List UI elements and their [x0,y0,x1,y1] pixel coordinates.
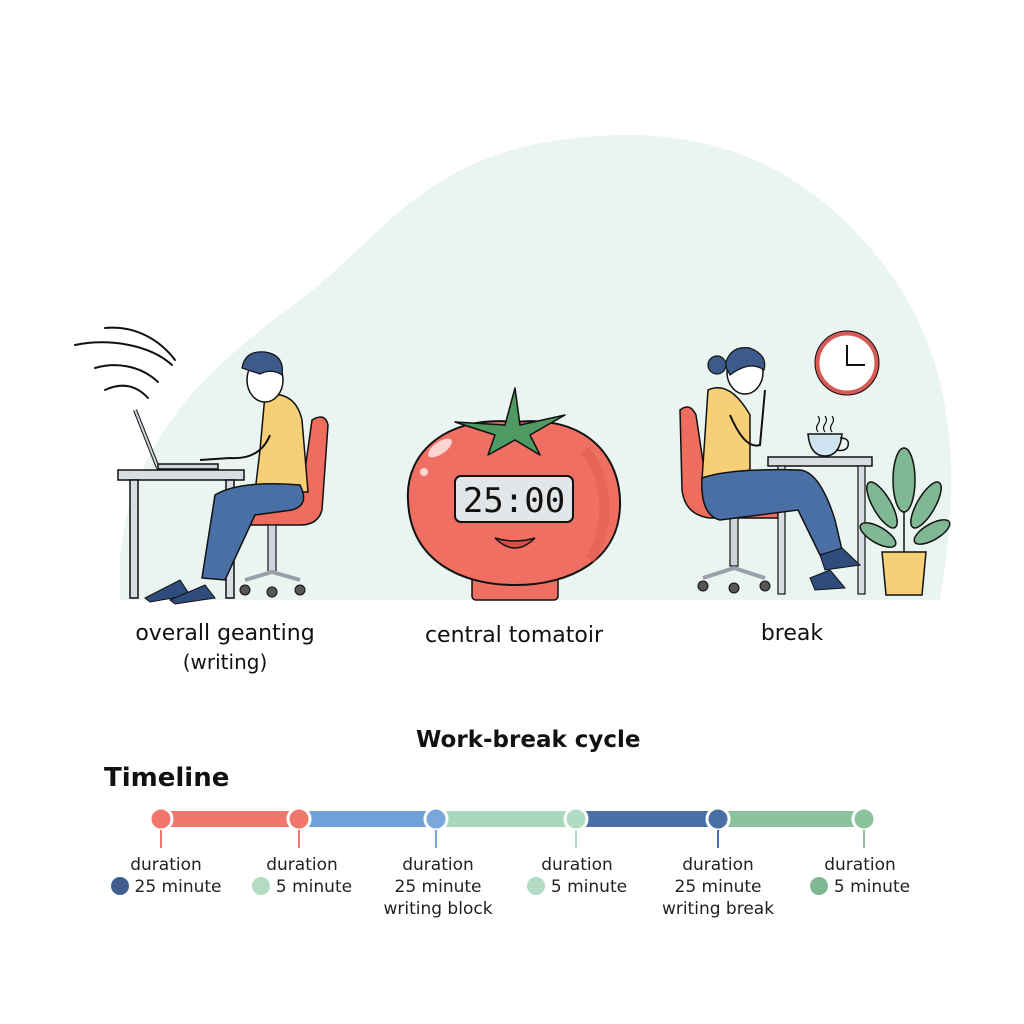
timer-display: 25:00 [463,481,565,521]
stop-label: duration [824,855,896,875]
stop-value-text: 25 minute [674,877,762,897]
legend-dot-icon [526,877,545,895]
stop-value-text: 25 minute [134,877,222,897]
tomato-label: central tomatoir [424,623,604,648]
cycle-title: Work-break cycle [416,727,641,753]
stop-sub-text: writing block [383,899,493,919]
stop-value: 5 minute [780,876,940,898]
work-label-line1: overall geanting [135,621,315,646]
stop-label: duration [402,855,474,875]
stop-value-text: 5 minute [275,877,353,897]
work-scene-label: overall geanting (writing) [80,620,370,676]
timeline-title: Timeline [104,763,230,793]
work-label-line2: (writing) [182,650,268,674]
stop-value: 5 minute [497,876,657,898]
legend-dot-icon [110,877,129,895]
work-scene-illustration [74,326,329,605]
timeline-stop: duration 5 minute [780,854,940,898]
stop-value: 25 minute [86,876,246,898]
tomato-leaf-icon [454,387,566,456]
stop-label: duration [541,855,613,875]
stop-value-text: 5 minute [550,877,628,897]
timeline-stop: duration 25 minute [86,854,246,898]
legend-dot-icon [809,877,828,895]
stop-label: duration [266,855,338,875]
timeline-stop: duration 5 minute [497,854,657,898]
wifi-signal-icon [74,326,176,399]
stop-value-text: 5 minute [833,877,911,897]
tomato-timer-illustration: 25:00 [406,387,622,601]
timeline-stop: duration 25 minute writing block [358,854,518,920]
stop-value: 5 minute [222,876,382,898]
stop-value-text: 25 minute [394,877,482,897]
timeline-stop: duration 25 minute writing break [638,854,798,920]
coffee-cup-icon [807,415,850,457]
timeline-stop: duration 5 minute [222,854,382,898]
stop-sub-text: writing break [661,899,775,919]
legend-dot-icon [251,877,270,895]
potted-plant-icon [859,447,951,596]
wall-clock-icon [814,330,880,396]
break-scene-illustration [679,330,951,596]
stop-label: duration [682,855,754,875]
stop-label: duration [130,855,202,875]
break-label: break [760,621,824,646]
